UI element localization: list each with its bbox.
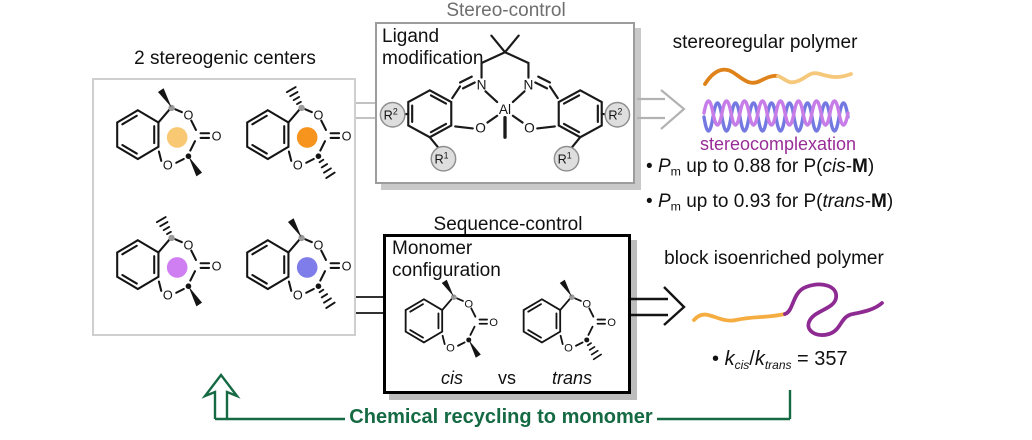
pm-trans-bullet: • Pm up to 0.93 for P(trans-M) [646,187,893,222]
recycle-up-arrow [201,373,241,419]
stereo-dot [296,257,318,278]
oxygen-label: O [475,120,486,135]
dash: - [864,190,872,212]
nitrogen-label: N [524,77,534,92]
k-trans-symbol: k [754,348,765,370]
trans-monomer-structure [522,279,618,361]
block-polymer-heading: block isoenriched polymer [664,248,884,269]
paren: ) [886,190,894,212]
ligand-modification-label: Ligand modification [382,26,484,69]
monomer-SS-structure [246,86,353,179]
stereo-control-box [375,22,635,184]
stereo-control-title: Stereo-control [446,0,566,21]
equals-value: = 357 [791,348,848,370]
cis-italic: cis [822,156,846,177]
bullet-dot: • [646,190,653,212]
r1-substituent-circle [553,145,580,172]
k-cis-symbol: k [724,348,735,370]
stereocomplex-waves [702,99,850,133]
bullet-dot: • [646,156,653,177]
recycling-arrow-lines [201,373,792,421]
block-copolymer-squiggle [692,282,884,337]
salen-aluminum-complex: N N Al O O R2 R2 R1 R1 [379,34,631,172]
pm-cis-bullet: • Pm up to 0.88 for P(cis-M) [646,152,893,187]
rate-ratio-bullet: • kcis/ktrans = 357 [712,348,848,372]
cis-monomer-structure [404,279,500,358]
left-panel-title: 2 stereogenic centers [134,48,316,69]
stereo-dot [166,257,188,278]
sequence-control-box [383,234,631,394]
stereogenic-centers-box [92,78,356,336]
dash: - [845,156,853,177]
r2-label: R2 [384,107,398,123]
monomer-bold: M [871,190,887,212]
stereocomplexation-label: stereocomplexation [699,134,857,154]
connector-to-sequence [356,296,384,314]
monomer-RS-structure [116,216,223,307]
sequence-control-title: Sequence-control [433,214,583,235]
cis-label: cis [441,368,463,388]
trans-italic: trans [822,190,865,212]
chemical-recycling-label: Chemical recycling to monomer [349,406,653,428]
k-trans-subscript: trans [764,358,792,373]
r1-substituent-circle [430,145,457,172]
connector-to-stereo [356,102,378,119]
isotactic-chain-wave [703,67,853,86]
monomer-bold: M [852,156,868,177]
r2-substituent-circle [604,101,631,128]
stereo-dot [296,127,318,148]
nitrogen-label: N [477,77,487,92]
bullet-text: up to 0.88 for P( [680,156,823,177]
pm-subscript: m [670,199,681,214]
stereo-results-bullets: • Pm up to 0.88 for P(cis-M) • Pm up to … [646,152,893,221]
bullet-text: up to 0.93 for P( [680,190,823,212]
trans-label: trans [551,368,593,388]
monomer-configuration-label: Monomer configuration [392,238,501,281]
pm-symbol: P [657,190,671,212]
r1-label: R1 [434,151,448,167]
stereo-dot [166,127,188,148]
r1-label: R1 [558,151,572,167]
r2-substituent-circle [379,101,406,128]
stereo-result-arrow [637,89,686,130]
vs-label: vs [498,368,516,388]
oxygen-label: O [524,120,535,135]
k-cis-subscript: cis [734,358,750,373]
bullet-dot: • [712,348,720,370]
slash: / [749,348,755,370]
stereoregular-heading: stereoregular polymer [672,32,858,53]
aluminum-label: Al [499,102,511,117]
paren: ) [867,156,875,177]
r2-label: R2 [608,107,622,123]
monomer-RR-structure [116,88,223,177]
monomer-SR-structure [246,218,353,309]
sequence-result-arrow [631,286,686,326]
pm-symbol: P [657,156,671,177]
pm-subscript: m [670,164,681,179]
